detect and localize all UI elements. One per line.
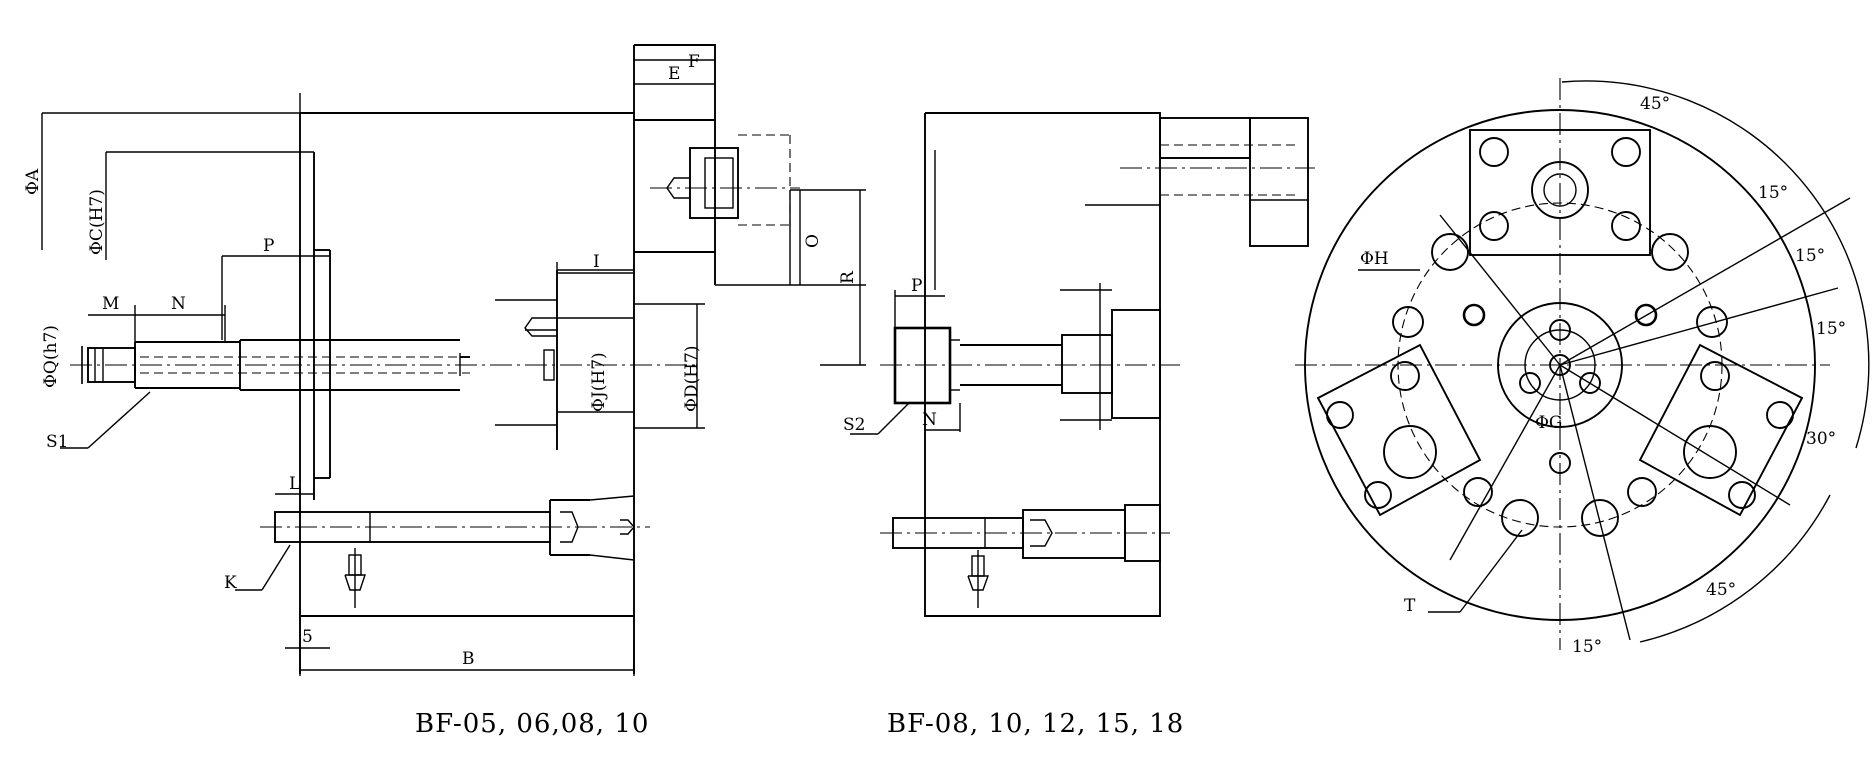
label-angle-15-bottom: 15°	[1572, 637, 1602, 657]
label-dim-o: O	[803, 234, 823, 248]
label-angle-45-top: 45°	[1640, 94, 1670, 114]
view-middle-section	[850, 112, 1315, 617]
label-v2-n: N	[922, 410, 937, 430]
label-dim-n: N	[171, 294, 186, 314]
label-angle-15-b: 15°	[1795, 246, 1825, 266]
caption-left-models: BF-05, 06,08, 10	[415, 709, 649, 739]
label-v2-p: P	[911, 276, 922, 296]
label-dim-b: B	[462, 649, 475, 669]
label-dim-p: P	[263, 236, 274, 256]
label-angle-15-a: 15°	[1758, 183, 1788, 203]
label-s1: S1	[46, 432, 68, 452]
label-dim-5: 5	[302, 627, 313, 647]
label-phi-j: ΦJ(H7)	[589, 352, 609, 412]
label-dim-l: L	[289, 474, 300, 494]
label-k: K	[224, 573, 237, 593]
label-dim-r: R	[838, 270, 858, 284]
label-dim-m: M	[102, 294, 119, 314]
label-angle-30: 30°	[1806, 429, 1836, 449]
label-s2: S2	[843, 415, 865, 435]
label-phi-c: ΦC(H7)	[87, 189, 107, 255]
view-front	[1295, 78, 1870, 650]
caption-right-models: BF-08, 10, 12, 15, 18	[887, 709, 1184, 739]
label-angle-45-bottom: 45°	[1706, 580, 1736, 600]
label-angle-15-c: 15°	[1816, 319, 1846, 339]
label-dim-i: I	[593, 252, 600, 272]
label-t: T	[1404, 596, 1416, 616]
label-dim-e: E	[668, 64, 680, 84]
label-phi-q: ΦQ(h7)	[41, 325, 61, 388]
label-dim-f: F	[688, 52, 700, 72]
label-phi-g: ΦG	[1535, 413, 1563, 433]
label-phi-a: ΦA	[23, 168, 43, 195]
label-phi-h: ΦH	[1360, 249, 1389, 269]
label-phi-d: ΦD(H7)	[682, 346, 702, 412]
view-left-section	[41, 44, 866, 676]
